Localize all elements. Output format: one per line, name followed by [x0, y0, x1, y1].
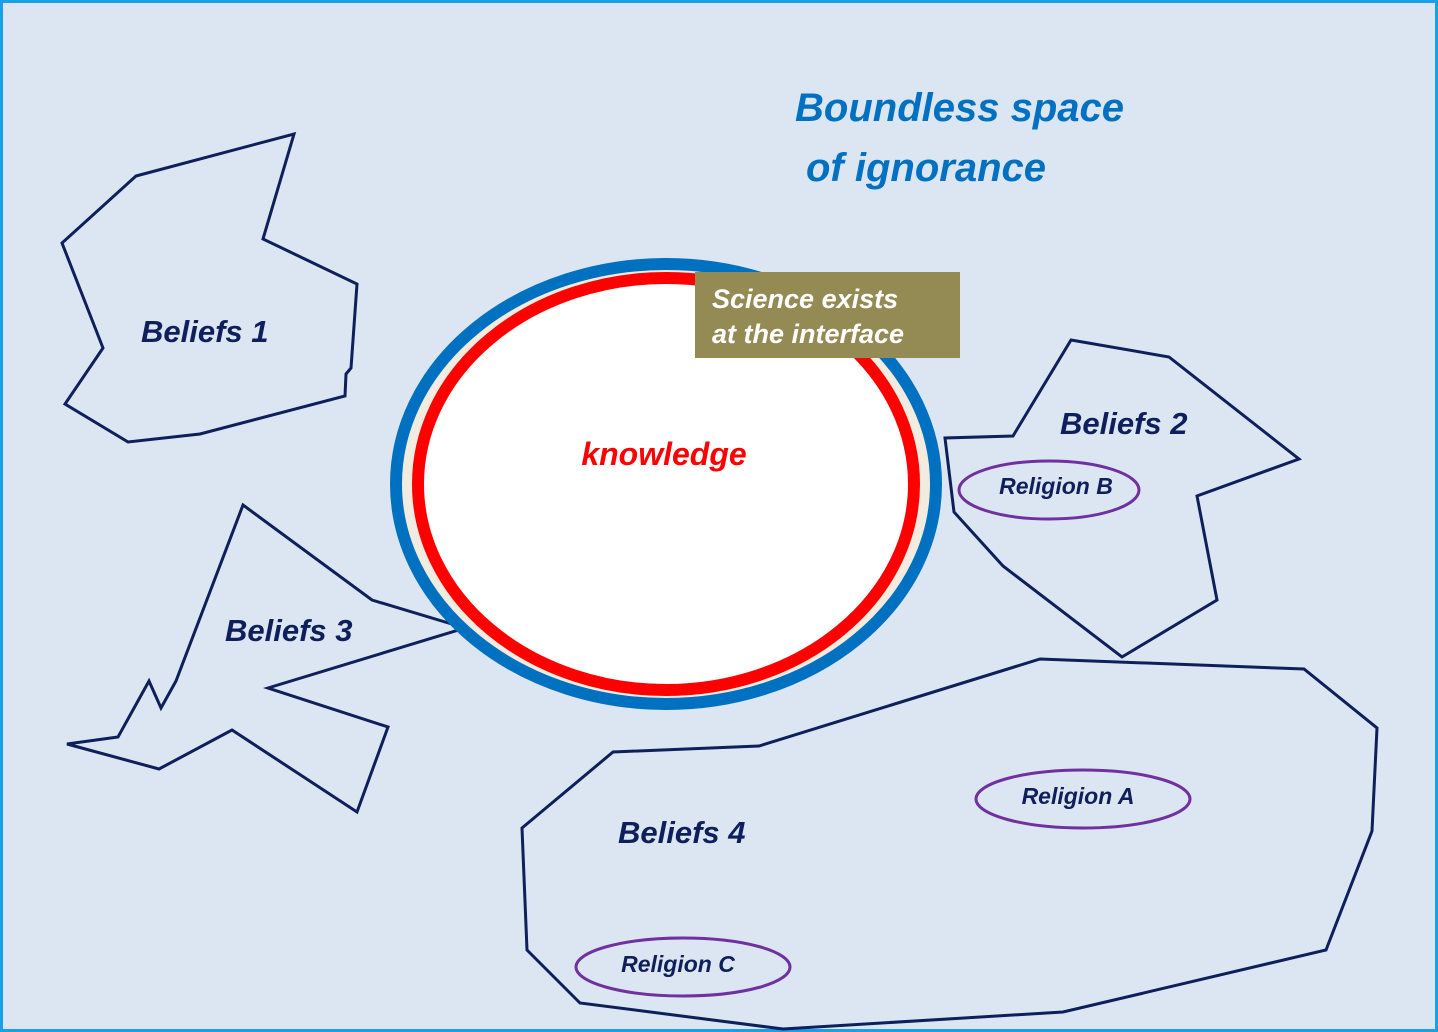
religion-c-ellipse	[574, 936, 792, 998]
beliefs-4-label: Beliefs 4	[618, 815, 746, 850]
science-line-1: Science exists	[712, 284, 898, 314]
science-box	[695, 272, 960, 358]
knowledge-circle	[412, 272, 920, 696]
knowledge-label: knowledge	[581, 436, 746, 472]
title-line-2: of ignorance	[806, 146, 1046, 190]
religion-b-ellipse	[957, 459, 1141, 521]
beliefs-4-shape	[520, 657, 1379, 1031]
beliefs-1-label: Beliefs 1	[141, 314, 269, 349]
religion-c-label: Religion C	[621, 951, 735, 977]
beliefs-1-shape	[60, 131, 359, 444]
beliefs-2-shape	[943, 338, 1303, 659]
religion-b-label: Religion B	[999, 473, 1113, 499]
beliefs-2-label: Beliefs 2	[1060, 406, 1188, 441]
religion-a-label: Religion A	[1022, 783, 1135, 809]
beliefs-3-shape	[66, 502, 471, 815]
science-line-2: at the interface	[712, 319, 904, 349]
beliefs-3-label: Beliefs 3	[225, 613, 353, 648]
title-line-1: Boundless space	[795, 86, 1124, 130]
religion-a-ellipse	[974, 768, 1192, 830]
